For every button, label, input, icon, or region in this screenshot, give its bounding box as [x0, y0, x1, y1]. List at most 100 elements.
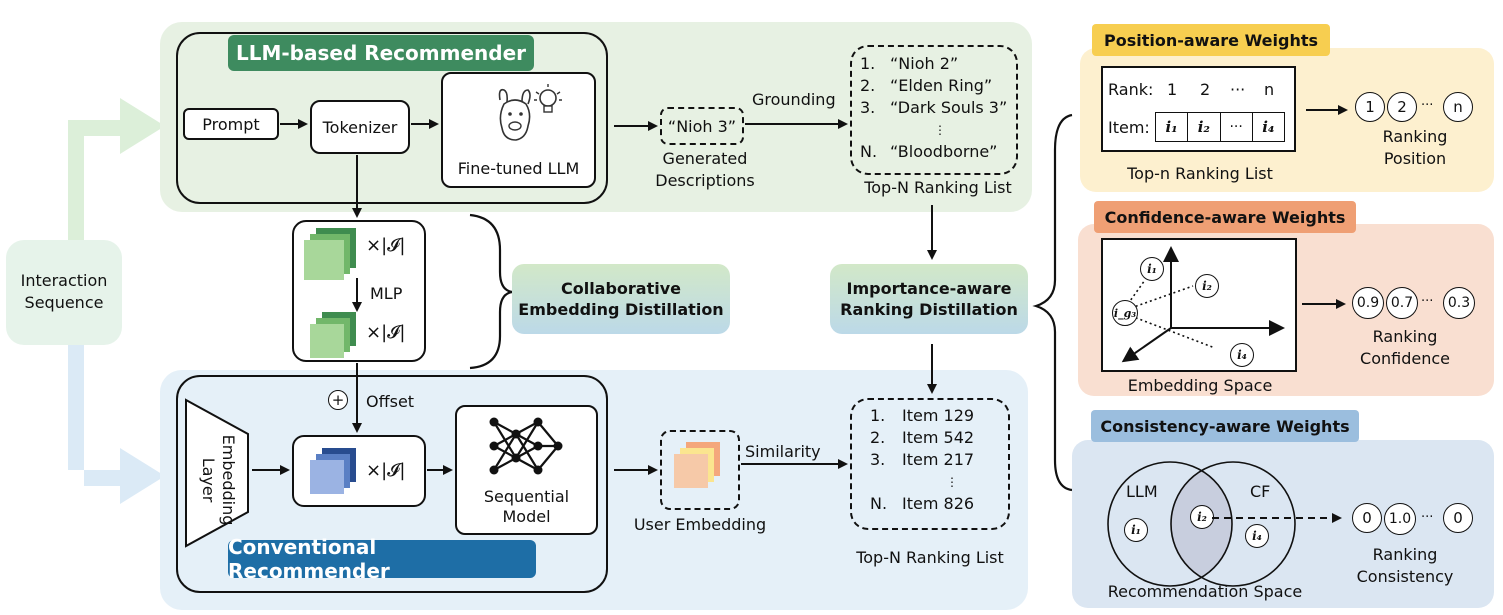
position-circle-dots: ···: [1421, 98, 1434, 113]
rank-n: n: [1264, 80, 1275, 99]
user-embedding-box: [660, 430, 740, 510]
generated-description-box: “Nioh 3”: [660, 107, 744, 145]
conv-ranking-item-number: N.: [870, 494, 888, 513]
conv-ranking-item-name: ⋮: [946, 475, 958, 489]
consistency-circle-3: 0: [1443, 503, 1473, 533]
topn-ranking-list-label: Top-n Ranking List: [1127, 164, 1273, 183]
consistency-circle-dots: ···: [1421, 510, 1434, 525]
llm-ranking-list-box: [850, 45, 1018, 175]
neural-network-icon: [489, 417, 563, 475]
recommendation-space-label: Recommendation Space: [1107, 582, 1303, 601]
offset-label: Offset: [366, 392, 415, 411]
point-i4: i₄: [1230, 343, 1254, 367]
point-i1: i₁: [1140, 257, 1164, 281]
llm-ranking-item-name: ⋮: [934, 123, 946, 137]
generated-descriptions-label: Generated Descriptions: [655, 149, 755, 190]
interaction-sequence-box: [6, 240, 122, 345]
item-cells: i₁ i₂ ··· i₄: [1155, 112, 1285, 142]
consistency-circle-1: 0: [1352, 503, 1382, 533]
conv-ranking-item-number: 1.: [870, 406, 886, 425]
item-cell-dots: ···: [1220, 112, 1253, 142]
llm-ranking-item-name: “Elden Ring”: [890, 76, 993, 95]
embedding-layer-label: Embedding Layer: [199, 434, 238, 526]
conv-ranking-item: ⋮: [870, 471, 1010, 493]
rank-dots: ···: [1230, 80, 1246, 99]
llm-ranking-item: 1. “Nioh 2”: [860, 53, 1020, 75]
times-item-count-top: ×|𝓘|: [366, 235, 406, 256]
venn-cf-label: CF: [1250, 482, 1271, 501]
position-aware-title: Position-aware Weights: [1092, 24, 1330, 56]
conv-ranking-item-name: Item 129: [902, 406, 975, 425]
importance-aware-ranking-distillation: Importance-aware Ranking Distillation: [830, 264, 1028, 334]
item-cell-4: i₄: [1252, 112, 1285, 142]
llm-ranking-item-number: 3.: [860, 98, 876, 117]
offset-plus-icon: +: [328, 390, 348, 410]
ranking-confidence-label: Ranking Confidence: [1360, 327, 1450, 368]
conventional-recommender-badge: Conventional Recommender: [228, 535, 536, 583]
llm-ranking-list: 1. “Nioh 2” 2. “Elden Ring” 3. “Dark Souls 3”…: [860, 53, 1020, 163]
llm-ranking-item: N.“Bloodborne”: [860, 141, 1020, 163]
llm-ranking-list-label: Top-N Ranking List: [864, 178, 1012, 197]
conv-ranking-item: N. Item 826: [870, 493, 1010, 515]
times-item-count-conv: ×|𝓘|: [366, 460, 406, 481]
green-embedding-stack-bottom: [310, 312, 356, 358]
interaction-sequence-label: Interaction Sequence: [20, 271, 108, 312]
prompt-box: Prompt: [183, 108, 279, 140]
llm-ranking-item-number: 2.: [860, 76, 876, 95]
llm-ranking-item-number: 1.: [860, 54, 876, 73]
conv-ranking-list-box: [850, 398, 1010, 530]
llm-ranking-item: 2. “Elden Ring”: [860, 75, 1020, 97]
confidence-aware-title: Confidence-aware Weights: [1094, 201, 1356, 233]
similarity-label: Similarity: [745, 442, 821, 461]
conventional-recommender-frame: [176, 375, 608, 593]
rank-1: 1: [1167, 80, 1178, 99]
user-embedding-label: User Embedding: [633, 515, 767, 534]
conv-ranking-list-label: Top-N Ranking List: [856, 548, 1004, 567]
llm-ranking-item-name: “Dark Souls 3”: [890, 98, 1008, 117]
conv-ranking-item: 1. Item 129: [870, 405, 1010, 427]
confidence-circle-2: 0.7: [1386, 287, 1418, 319]
finetuned-llm-label: Fine-tuned LLM: [457, 159, 580, 178]
conv-ranking-item-number: 3.: [870, 450, 886, 469]
position-circle-n: n: [1443, 92, 1473, 122]
times-item-count-bottom: ×|𝓘|: [366, 322, 406, 343]
blue-embedding-stack: [310, 448, 356, 494]
llm-ranking-item-number: [860, 119, 890, 141]
ranking-position-label: Ranking Position: [1382, 127, 1448, 168]
embedding-layer-trapezoid: [185, 398, 249, 548]
item-label: Item:: [1108, 118, 1150, 137]
item-cell-2: i₂: [1188, 112, 1221, 142]
confidence-circle-dots: ···: [1421, 294, 1434, 309]
position-circle-2: 2: [1387, 92, 1417, 122]
confidence-circle-1: 0.9: [1352, 287, 1384, 319]
mlp-label: MLP: [370, 284, 403, 303]
llm-ranking-item-name: “Nioh 2”: [890, 54, 959, 73]
item-cell-1: i₁: [1155, 112, 1189, 142]
llm-ranking-item: ⋮: [860, 119, 1020, 141]
confidence-circle-3: 0.3: [1443, 287, 1475, 319]
position-circle-1: 1: [1355, 92, 1385, 122]
sequential-model-box: Sequential Model: [455, 405, 598, 535]
green-embedding-stack-top: [304, 228, 356, 280]
rank-2: 2: [1200, 80, 1211, 99]
ranking-consistency-label: Ranking Consistency: [1356, 545, 1454, 586]
collaborative-embedding-distillation: Collaborative Embedding Distillation: [512, 264, 730, 334]
consistency-aware-title: Consistency-aware Weights: [1091, 410, 1359, 442]
llm-ranking-item: 3. “Dark Souls 3”: [860, 97, 1020, 119]
conv-ranking-item-name: Item 826: [902, 494, 975, 513]
llm-recommender-badge: LLM-based Recommender: [228, 35, 534, 71]
point-i2: i₂: [1195, 274, 1219, 298]
llm-ranking-item-number: N.: [860, 142, 878, 161]
conv-ranking-item: 3.Item 217: [870, 449, 1010, 471]
conv-ranking-item-number: 2.: [870, 428, 886, 447]
venn-i4: i₄: [1245, 524, 1269, 548]
point-ig3: i_g₃: [1112, 300, 1138, 326]
user-embedding-stack: [674, 442, 720, 488]
venn-llm-label: LLM: [1126, 482, 1158, 501]
llm-recommender-frame: [176, 32, 608, 204]
venn-diagram: [1107, 461, 1296, 587]
rank-table: [1101, 66, 1296, 152]
venn-i2: i₂: [1190, 505, 1214, 529]
conv-ranking-item-number: [870, 471, 902, 493]
